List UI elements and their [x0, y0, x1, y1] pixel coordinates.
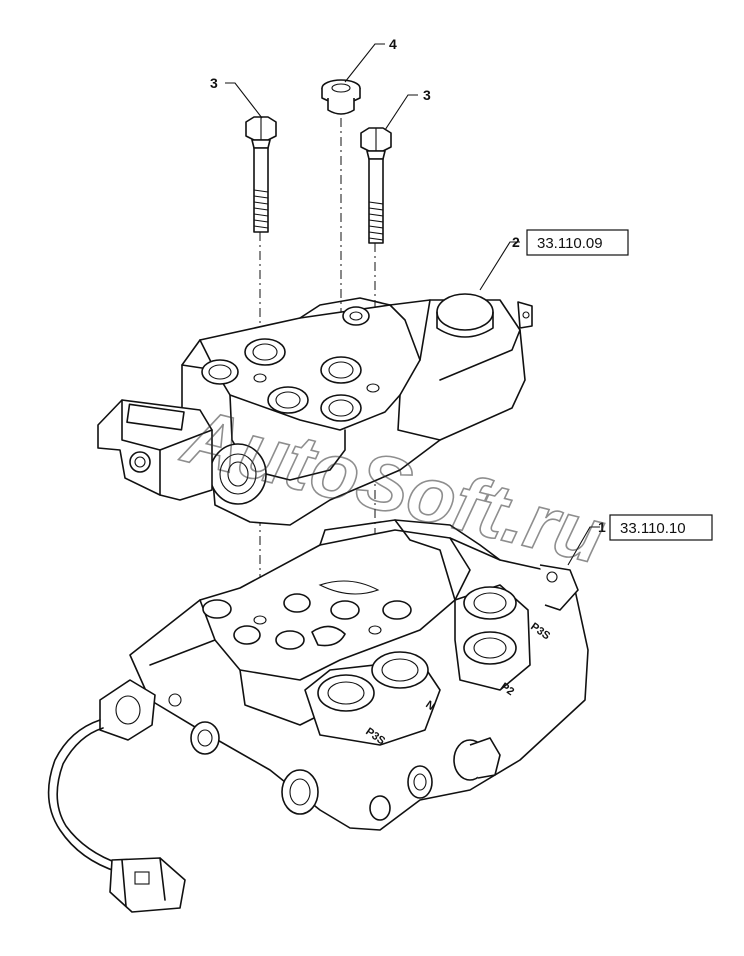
reference-box-lower[interactable]: 33.110.10 [609, 514, 713, 541]
lower-valve-side-ports [304, 584, 531, 746]
callout-lower-valve: 1 [598, 519, 606, 535]
cable-connector [109, 857, 186, 913]
sensor-cable [47, 679, 186, 913]
callout-bolt-left: 3 [210, 75, 218, 91]
callout-plug: 4 [389, 36, 397, 52]
lower-valve-block: P3S P2 N P3S [129, 519, 589, 831]
upper-valve-connector [97, 399, 213, 501]
plug [321, 79, 361, 115]
reference-box-upper[interactable]: 33.110.09 [526, 229, 629, 256]
reference-lower-valve[interactable]: 33.110.10 [620, 520, 686, 537]
callout-upper-valve: 2 [512, 234, 520, 250]
lower-valve-top-ports [202, 580, 412, 650]
callout-bolt-right: 3 [423, 87, 431, 103]
lower-valve-front-ports [168, 693, 501, 821]
upper-valve-section [97, 293, 533, 526]
leader-lines [225, 43, 600, 566]
bolt-left [245, 116, 277, 233]
upper-valve-ports [201, 306, 380, 422]
bolt-right [360, 127, 392, 244]
reference-upper-valve[interactable]: 33.110.09 [537, 235, 603, 252]
